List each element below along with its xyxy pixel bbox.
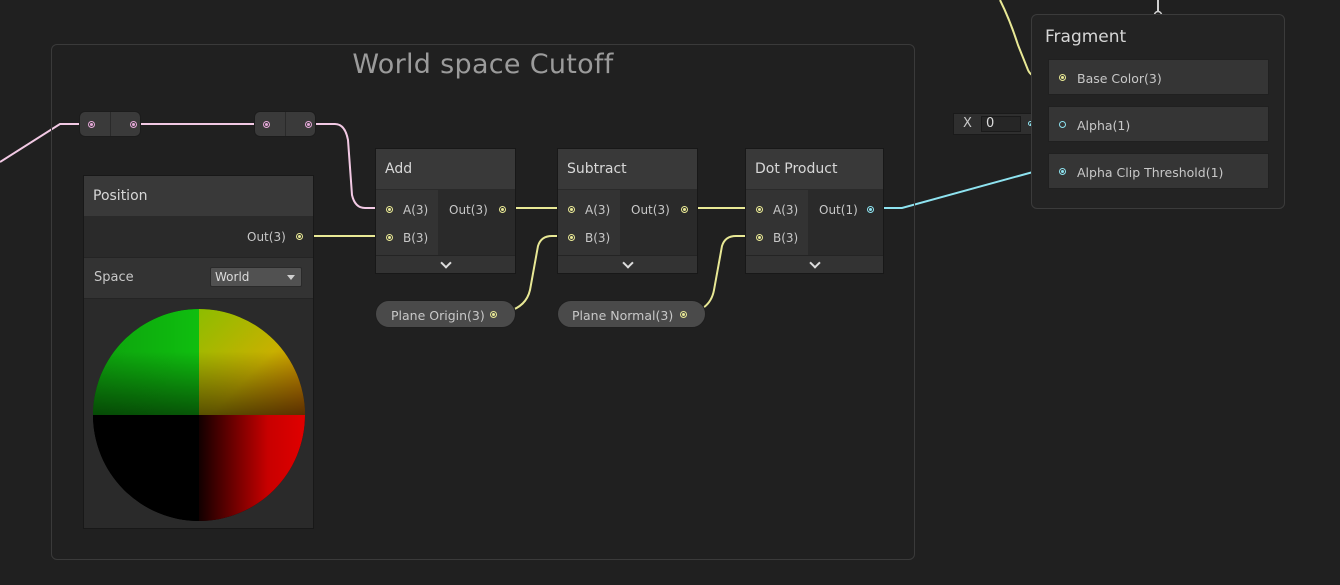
space-dropdown-value: World	[215, 270, 250, 284]
subtract-expand-bar[interactable]	[558, 255, 697, 273]
dot-input-a-port[interactable]	[756, 206, 763, 213]
reroute-output-port[interactable]	[305, 121, 312, 128]
add-input-b-label: B(3)	[403, 231, 429, 245]
x-axis-label: X	[963, 116, 972, 131]
subtract-input-a-port[interactable]	[568, 206, 575, 213]
plane-origin-output-port[interactable]	[490, 311, 497, 318]
plane-normal-property[interactable]: Plane Normal(3)	[557, 300, 706, 328]
reroute-node-2[interactable]	[254, 111, 316, 137]
dot-input-a-label: A(3)	[773, 203, 799, 217]
subtract-output-port[interactable]	[681, 206, 688, 213]
dot-output-label: Out(1)	[819, 203, 858, 217]
add-inputs	[376, 190, 438, 257]
add-node[interactable]: Add A(3) B(3) Out(3)	[375, 148, 516, 274]
fragment-slot-alpha-clip-threshold[interactable]: Alpha Clip Threshold(1)	[1048, 153, 1269, 189]
add-output-port[interactable]	[499, 206, 506, 213]
base-color-label: Base Color(3)	[1077, 71, 1162, 86]
alpha-label: Alpha(1)	[1077, 118, 1131, 133]
group-title[interactable]: World space Cutoff	[352, 49, 614, 80]
fragment-title[interactable]: Fragment	[1045, 27, 1127, 47]
space-dropdown[interactable]: World	[210, 267, 302, 287]
position-node[interactable]: Position Out(3) Space World	[83, 175, 314, 529]
alpha-value-field[interactable]: 0	[981, 116, 1021, 132]
dot-input-b-port[interactable]	[756, 234, 763, 241]
fragment-context[interactable]: Fragment Base Color(3) Alpha(1) Alpha Cl…	[1031, 14, 1285, 209]
position-node-title[interactable]: Position	[84, 176, 313, 216]
reroute-input-port[interactable]	[263, 121, 270, 128]
subtract-node[interactable]: Subtract A(3) B(3) Out(3)	[557, 148, 698, 274]
subtract-input-a-label: A(3)	[585, 203, 611, 217]
fragment-slot-base-color[interactable]: Base Color(3)	[1048, 59, 1269, 95]
chevron-down-icon	[621, 257, 634, 269]
plane-origin-property[interactable]: Plane Origin(3)	[375, 300, 516, 328]
subtract-input-b-label: B(3)	[585, 231, 611, 245]
alpha-inline-input[interactable]: X 0	[953, 113, 1043, 135]
world-space-cutoff-group[interactable]: World space Cutoff	[51, 44, 915, 560]
dot-product-node[interactable]: Dot Product A(3) B(3) Out(1)	[745, 148, 884, 274]
chevron-down-icon	[439, 257, 452, 269]
subtract-inputs	[558, 190, 620, 257]
add-input-a-label: A(3)	[403, 203, 429, 217]
plane-normal-output-port[interactable]	[680, 311, 687, 318]
subtract-output-label: Out(3)	[631, 203, 670, 217]
reroute-output-port[interactable]	[130, 121, 137, 128]
plane-normal-label: Plane Normal(3)	[572, 308, 674, 323]
add-node-title[interactable]: Add	[376, 149, 515, 189]
wire-reroute-to-add	[307, 123, 389, 209]
fragment-slot-alpha[interactable]: Alpha(1)	[1048, 106, 1269, 142]
alpha-port[interactable]	[1059, 121, 1066, 128]
reroute-input-port[interactable]	[88, 121, 95, 128]
reroute-divider	[285, 112, 286, 136]
add-output-label: Out(3)	[449, 203, 488, 217]
reroute-divider	[110, 112, 111, 136]
dropdown-arrow-icon	[287, 275, 295, 280]
reroute-node-1[interactable]	[79, 111, 141, 137]
dot-product-node-title[interactable]: Dot Product	[746, 149, 883, 189]
chevron-down-icon	[808, 257, 821, 269]
alpha-value: 0	[986, 116, 995, 131]
alpha-clip-threshold-label: Alpha Clip Threshold(1)	[1077, 165, 1224, 180]
position-preview-sphere	[93, 309, 305, 521]
position-output-port[interactable]	[296, 233, 303, 240]
base-color-port[interactable]	[1059, 74, 1066, 81]
add-input-b-port[interactable]	[386, 234, 393, 241]
alpha-clip-threshold-port[interactable]	[1059, 168, 1066, 175]
subtract-node-title[interactable]: Subtract	[558, 149, 697, 189]
dot-expand-bar[interactable]	[746, 255, 883, 273]
position-output-row: Out(3)	[84, 216, 313, 256]
space-label: Space	[94, 270, 134, 285]
plane-origin-label: Plane Origin(3)	[391, 308, 485, 323]
position-space-row: Space World	[84, 257, 313, 299]
subtract-input-b-port[interactable]	[568, 234, 575, 241]
dot-output-port[interactable]	[867, 206, 874, 213]
dot-input-b-label: B(3)	[773, 231, 799, 245]
dot-inputs	[746, 190, 808, 257]
add-expand-bar[interactable]	[376, 255, 515, 273]
position-output-label: Out(3)	[247, 230, 286, 244]
add-input-a-port[interactable]	[386, 206, 393, 213]
